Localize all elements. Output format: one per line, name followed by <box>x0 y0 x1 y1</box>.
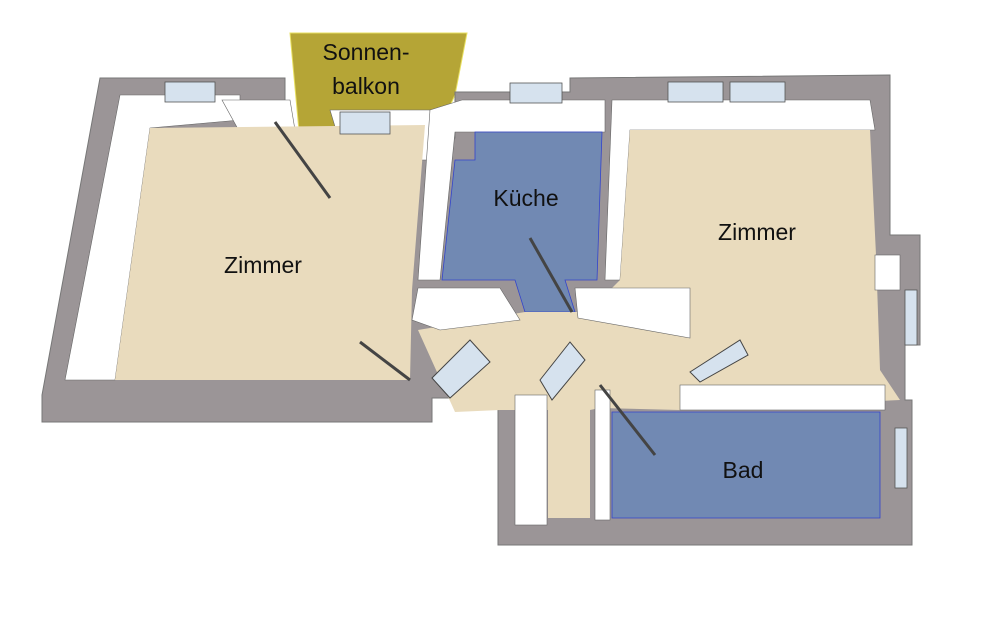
bathroom-label: Bad <box>722 457 764 483</box>
door-icon <box>359 340 411 382</box>
door-icon <box>598 384 657 456</box>
floor-bathroom[interactable] <box>611 411 881 519</box>
kitchen-label: Küche <box>493 185 559 211</box>
window-icon <box>339 111 391 135</box>
door-icon[interactable] <box>539 341 586 401</box>
balcony-label-line1: Sonnen- <box>322 39 410 65</box>
window-icon <box>164 81 216 103</box>
wall-bath-top <box>679 384 886 411</box>
room-right-label: Zimmer <box>718 219 796 245</box>
wall-corridor-right <box>594 389 611 521</box>
balcony-label-line2: balkon <box>332 73 400 99</box>
floor-room-left[interactable] <box>115 125 425 380</box>
wall-corridor-left <box>514 394 548 526</box>
room-left-label: Zimmer <box>224 252 302 278</box>
windows <box>164 81 918 489</box>
wall-hall-top-right <box>574 287 691 339</box>
floor-corridor[interactable] <box>548 405 590 518</box>
window-icon <box>667 81 724 103</box>
door-icon[interactable] <box>431 339 491 399</box>
door-icon[interactable] <box>689 339 749 383</box>
balcony-label: Sonnen- balkon <box>323 35 410 103</box>
wall-right-jamb <box>874 254 901 291</box>
window-icon <box>904 289 918 346</box>
door-icon <box>273 121 332 199</box>
window-icon <box>509 82 563 104</box>
wall-hall-top <box>411 287 521 331</box>
door-icon <box>528 237 574 313</box>
window-icon <box>894 427 908 489</box>
wall-top-kitchen <box>417 99 606 281</box>
doors <box>273 121 749 456</box>
window-icon <box>729 81 786 103</box>
